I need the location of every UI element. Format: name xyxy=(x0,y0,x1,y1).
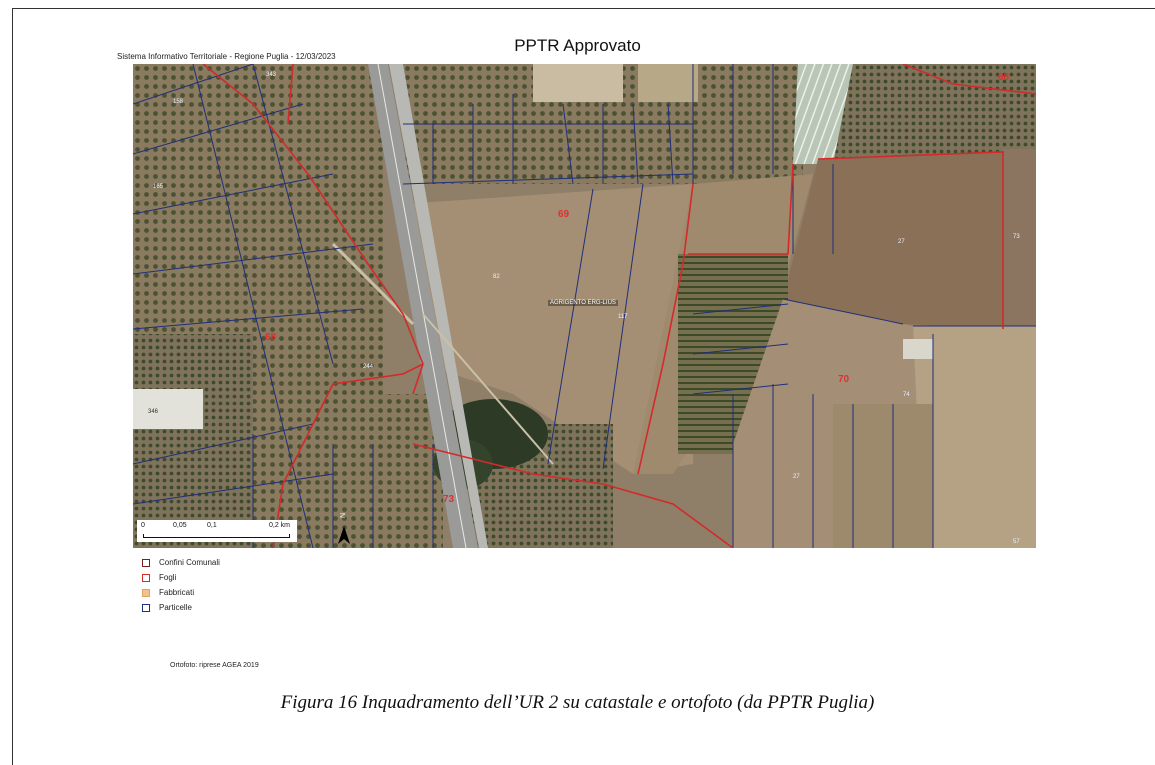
scale-tick-label: 0 xyxy=(141,522,145,529)
legend-item-fabbricati: Fabbricati xyxy=(142,585,220,600)
orthophoto-credit: Ortofoto: riprese AGEA 2019 xyxy=(170,662,259,669)
legend-label: Confini Comunali xyxy=(159,558,220,567)
legend: Confini Comunali Fogli Fabbricati Partic… xyxy=(142,555,220,615)
sheet-number-label: 68 xyxy=(265,332,277,343)
parcel-label: 57 xyxy=(1013,539,1020,545)
figure-caption: Figura 16 Inquadramento dell’UR 2 su cat… xyxy=(280,692,875,713)
parcel-label: 117 xyxy=(618,314,628,320)
sheet-number-label: 69 xyxy=(558,209,570,220)
sheet-number-label: 68 xyxy=(998,72,1010,83)
legend-swatch xyxy=(142,558,150,567)
legend-item-fogli: Fogli xyxy=(142,570,220,585)
parcel-label: 73 xyxy=(1013,234,1020,240)
parcel-label: 244 xyxy=(363,364,374,370)
legend-swatch xyxy=(142,603,150,612)
legend-label: Fogli xyxy=(159,573,177,582)
parcel-label: 27 xyxy=(793,474,800,480)
orthophoto-map[interactable]: 343 158 165 244 82 117 27 73 74 346 27 5… xyxy=(133,64,1036,548)
parcel-label: 158 xyxy=(173,99,184,105)
legend-label: Fabbricati xyxy=(159,588,195,597)
map-subtitle: Sistema Informativo Territoriale - Regio… xyxy=(117,52,336,61)
map-title: PPTR Approvato xyxy=(514,36,641,55)
scale-tick-label: 0,2 km xyxy=(269,522,291,529)
parcel-label: 27 xyxy=(898,239,905,245)
sheet-number-label: 73 xyxy=(443,494,455,505)
legend-swatch xyxy=(142,588,150,597)
legend-item-confini-comunali: Confini Comunali xyxy=(142,555,220,570)
parcel-label: 343 xyxy=(266,72,277,78)
parcel-label: 74 xyxy=(903,392,910,398)
north-arrow-icon: N xyxy=(337,512,351,546)
north-label: N xyxy=(340,512,348,519)
scale-tick-label: 0,1 xyxy=(207,522,217,529)
scale-tick-label: 0,05 xyxy=(173,522,187,529)
parcel-label: 346 xyxy=(148,409,159,415)
legend-swatch xyxy=(142,573,150,582)
legend-item-particelle: Particelle xyxy=(142,600,220,615)
map-canvas xyxy=(133,64,1036,548)
scale-bar: 0 0,05 0,1 0,2 km xyxy=(137,520,297,542)
site-label: AGRIGENTO ERG-LIUS xyxy=(548,300,618,306)
parcel-label: 165 xyxy=(153,184,164,190)
scale-bar-line xyxy=(143,534,290,538)
page-frame xyxy=(12,8,1155,765)
legend-label: Particelle xyxy=(159,603,192,612)
parcel-label: 82 xyxy=(493,274,500,280)
sheet-number-label: 70 xyxy=(838,374,850,385)
